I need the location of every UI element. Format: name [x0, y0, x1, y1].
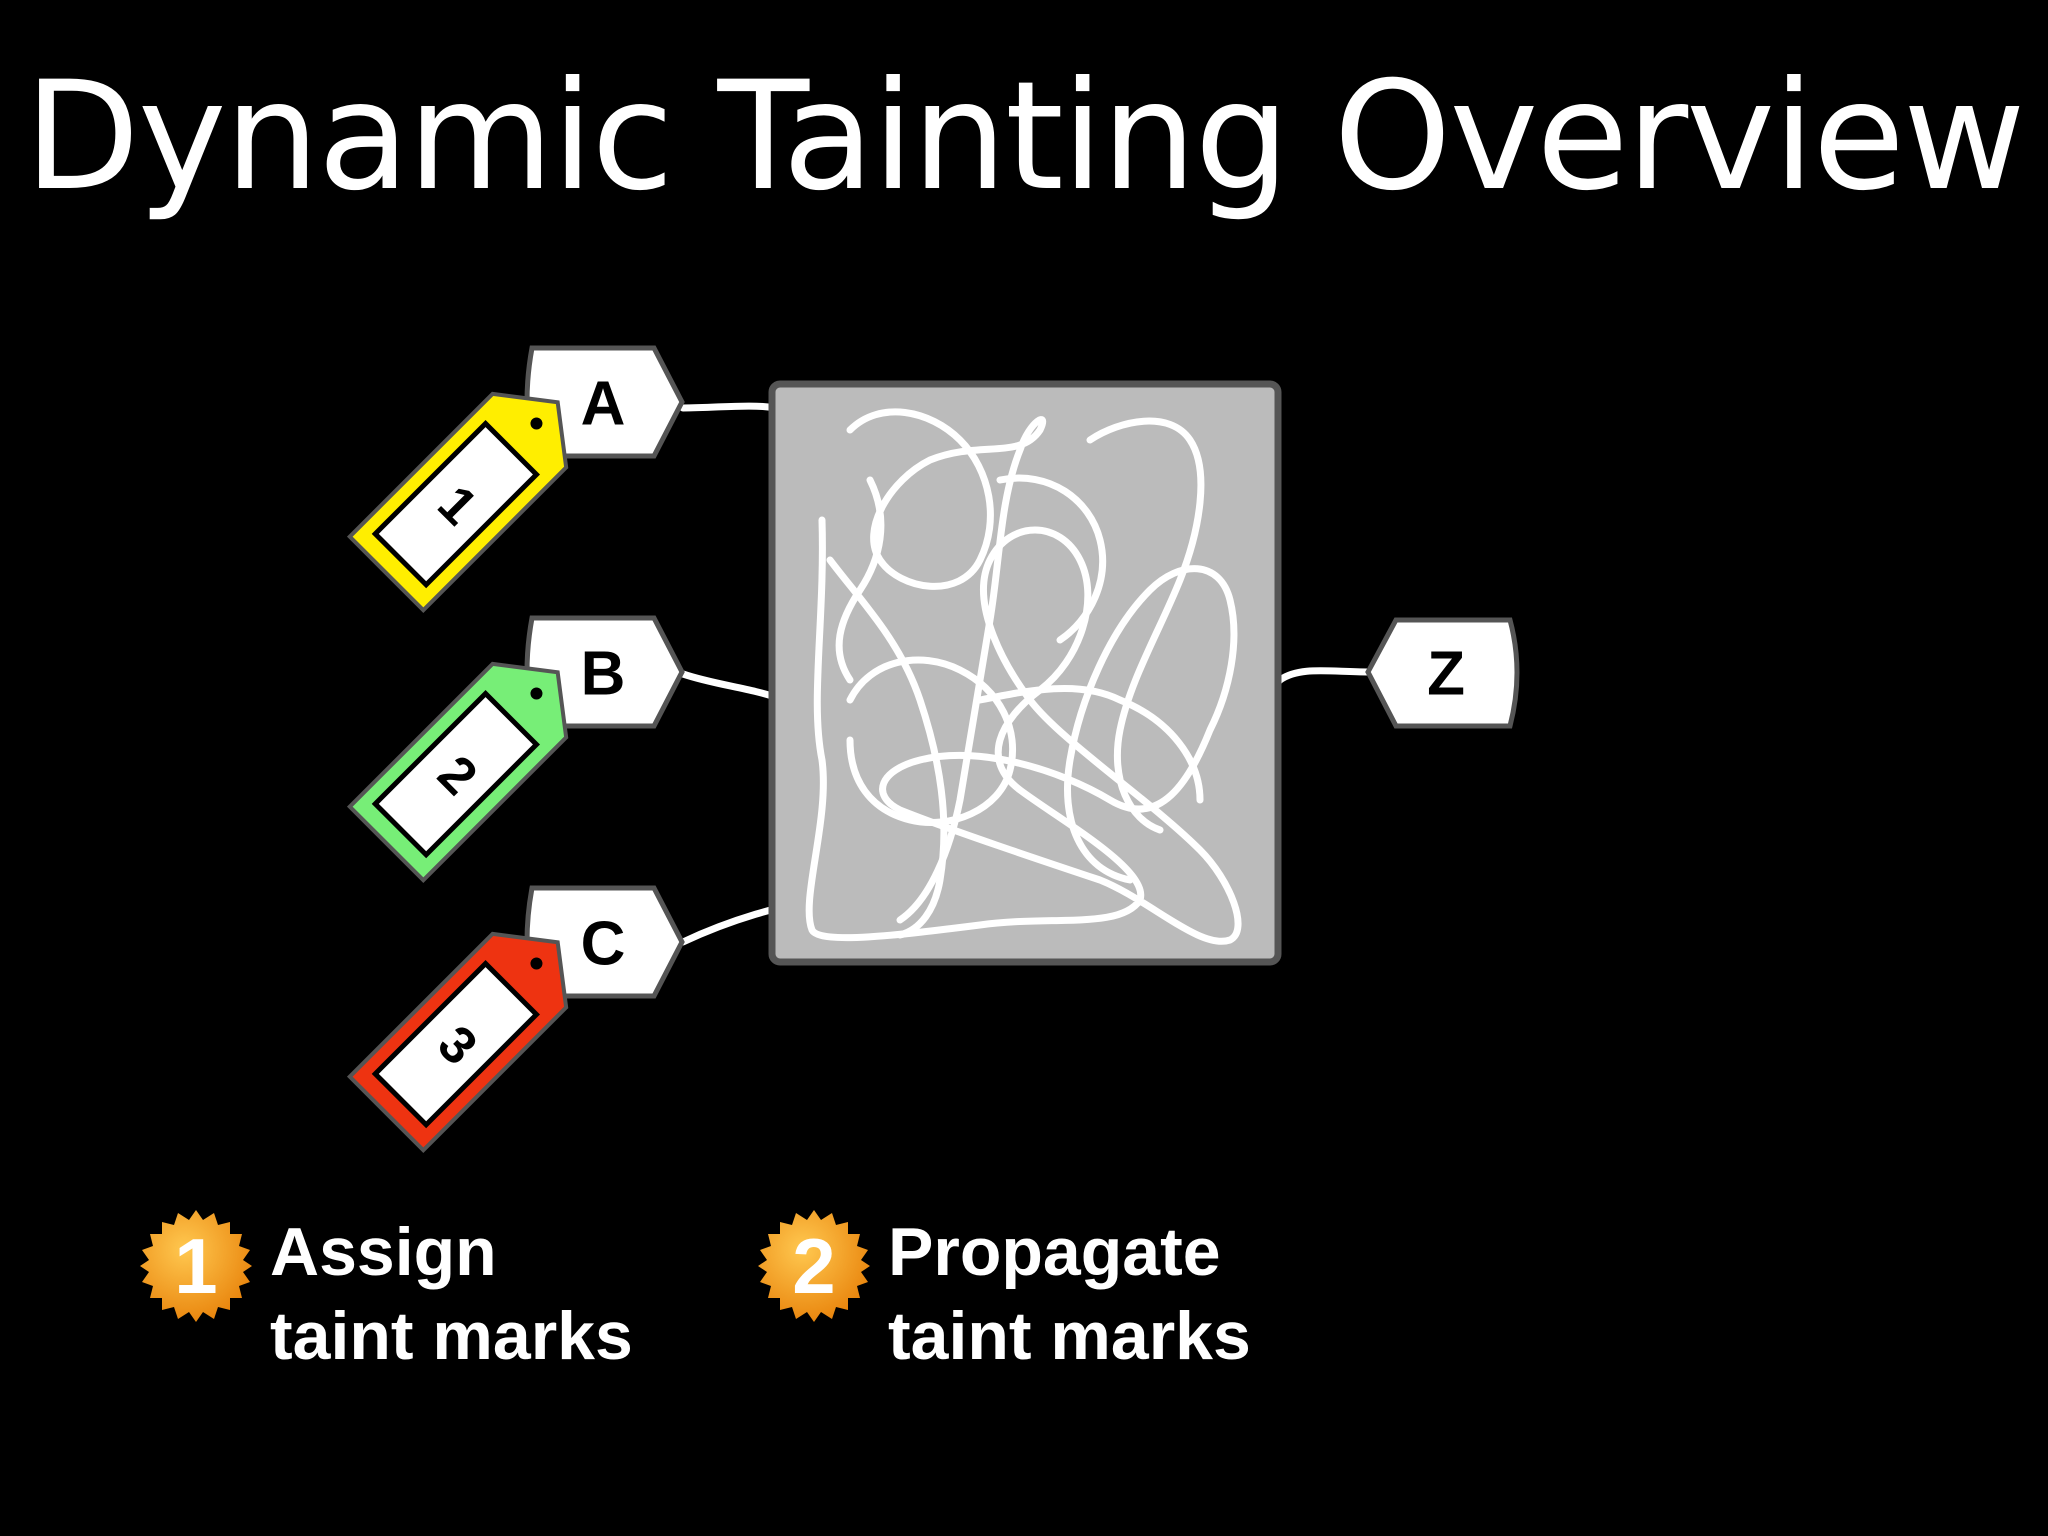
step-2-line2: taint marks	[888, 1298, 1251, 1374]
step-1-line1: Assign	[270, 1214, 497, 1290]
step-1-badge-icon: 1	[138, 1208, 254, 1324]
slide-title: Dynamic Tainting Overview	[24, 50, 2025, 224]
step-2-line1: Propagate	[888, 1214, 1221, 1290]
taint-tag-1: 1	[346, 391, 569, 614]
step-propagate: 2 Propagate taint marks	[756, 1208, 1251, 1378]
node-b: B	[524, 615, 685, 729]
node-c-label: C	[581, 910, 626, 979]
scribble	[805, 408, 1242, 945]
taint-tag-2: 2	[346, 661, 569, 884]
step-2-number: 2	[792, 1221, 836, 1310]
step-2-badge-icon: 2	[756, 1208, 872, 1324]
node-a-label: A	[581, 370, 626, 439]
step-1-number: 1	[174, 1221, 218, 1310]
node-z-label: Z	[1427, 640, 1465, 709]
step-1-text: Assign taint marks	[270, 1210, 633, 1378]
taint-tag-3: 3	[346, 931, 569, 1154]
step-assign: 1 Assign taint marks	[138, 1208, 633, 1378]
node-b-label: B	[581, 640, 626, 709]
step-1-line2: taint marks	[270, 1298, 633, 1374]
node-z: Z	[1365, 617, 1520, 729]
node-c: C	[524, 885, 685, 999]
step-2-text: Propagate taint marks	[888, 1210, 1251, 1378]
